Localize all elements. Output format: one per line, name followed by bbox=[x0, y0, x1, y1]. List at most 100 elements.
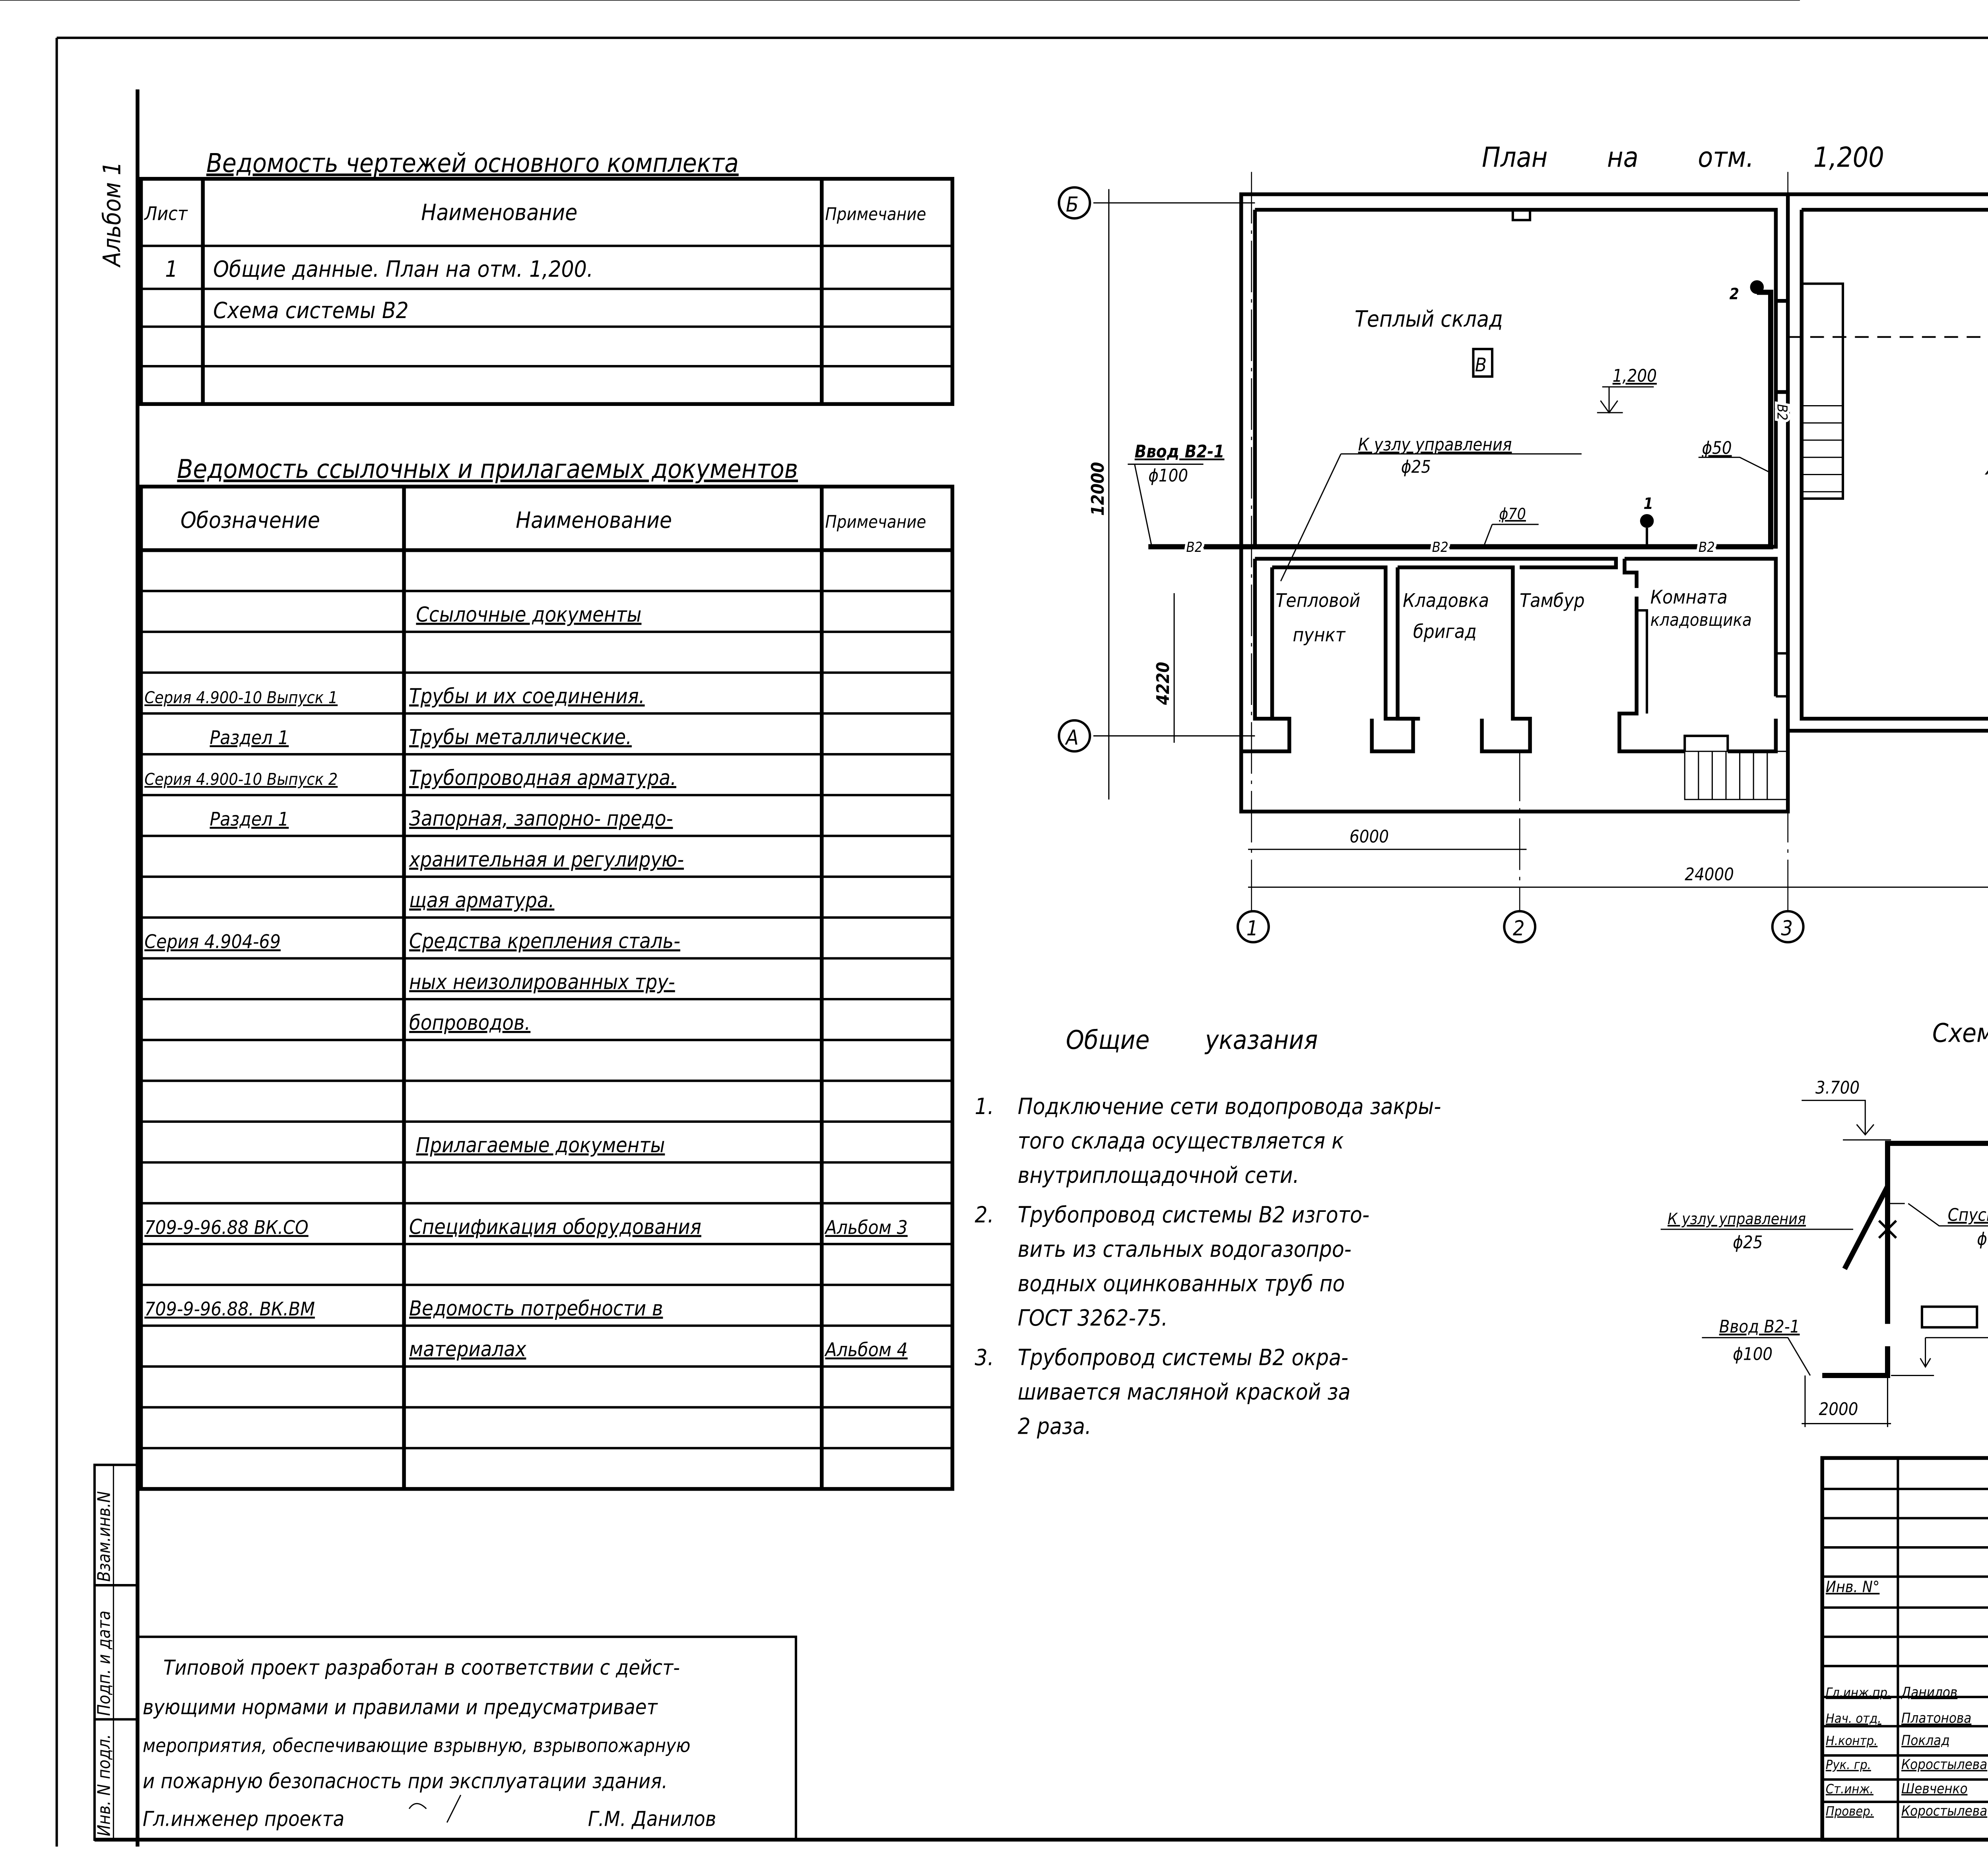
reference-name: Ведомость потребности в bbox=[409, 1297, 663, 1321]
reference-name: Трубопроводная арматура. bbox=[409, 766, 676, 790]
note-line: Трубопровод системы В2 окра- bbox=[1018, 1345, 1349, 1371]
axis-bubble-3: 3 bbox=[1771, 910, 1805, 943]
reference-name: щая арматура. bbox=[409, 889, 554, 912]
reference-code: 709-9-96.88 ВК.СО bbox=[144, 1217, 309, 1239]
note-number: 1. bbox=[975, 1094, 994, 1120]
svg-text:Б: Б bbox=[1066, 193, 1079, 217]
dock-stair-treads bbox=[1800, 405, 1843, 493]
reference-note: Альбом 4 bbox=[824, 1339, 907, 1361]
reference-name: хранительная и регулирую- bbox=[408, 848, 684, 872]
reference-name: Запорная, запорно- предо- bbox=[409, 807, 673, 831]
room-warm-storage: Теплый склад bbox=[1355, 307, 1503, 332]
dim-span-1-2: 6000 bbox=[1349, 827, 1389, 847]
drawings-list-title: Ведомость чертежей основного комплекта bbox=[206, 148, 739, 178]
reference-code: Серия 4.900-10 Выпуск 1 bbox=[144, 688, 338, 707]
axis-bubble-2: 2 bbox=[1503, 910, 1537, 943]
b2-schematic: Схема системы В2 В2 В2 В2 1 2 3.700 ϕ70 … bbox=[1660, 1019, 1988, 1427]
note-line: Трубопровод системы В2 изгото- bbox=[1018, 1202, 1370, 1228]
album-label: Альбом 1 bbox=[99, 161, 126, 268]
compliance-note: Типовой проект разработан в соответствии… bbox=[136, 1635, 797, 1841]
row-sheet: 1 bbox=[165, 256, 178, 282]
col-name: Наименование bbox=[421, 200, 577, 226]
entry-stair-treads bbox=[1684, 751, 1789, 800]
svg-text:2: 2 bbox=[1730, 285, 1739, 303]
side-stamp: Инв. N подл. Подп. и дата Взам.инв.N bbox=[93, 1464, 139, 1841]
reference-section-heading: Ссылочные документы bbox=[416, 603, 641, 627]
col-note: Примечание bbox=[825, 512, 926, 532]
inv-number-label: Инв. N° bbox=[1826, 1578, 1880, 1596]
reference-code: Раздел 1 bbox=[210, 727, 289, 749]
reference-section-heading: Прилагаемые документы bbox=[416, 1134, 665, 1157]
compliance-line: мероприятия, обеспечивающие взрывную, вз… bbox=[143, 1735, 690, 1757]
plan-inlet-diameter: ϕ100 bbox=[1148, 466, 1188, 486]
svg-text:В2: В2 bbox=[1699, 540, 1715, 555]
dim-height-part: 4220 bbox=[1153, 662, 1173, 705]
schema-drain-diameter: ϕ15 bbox=[1977, 1229, 1988, 1249]
plan-title: План на отм. 1,200 bbox=[1482, 142, 1884, 173]
reference-name: материалах bbox=[409, 1338, 527, 1361]
signature-name: Платонова bbox=[1901, 1710, 1971, 1726]
stamp-sign-label: Подп. и дата bbox=[95, 1611, 115, 1716]
room-pantry-2: бригад bbox=[1413, 621, 1477, 643]
signature-name: Данилов bbox=[1901, 1685, 1957, 1701]
general-notes: Общие указания 1.Подключение сети водопр… bbox=[975, 1025, 1441, 1440]
reference-name: ных неизолированных тру- bbox=[409, 970, 675, 994]
svg-text:2: 2 bbox=[1513, 916, 1525, 940]
drawings-list-table: Ведомость чертежей основного комплекта Л… bbox=[139, 148, 955, 406]
compliance-line: вующими нормами и правилами и предусматр… bbox=[143, 1695, 658, 1719]
svg-text:В2: В2 bbox=[1186, 540, 1202, 555]
reference-name: Средства крепления сталь- bbox=[409, 930, 680, 953]
signature-role: Гл.инж.пр. bbox=[1826, 1685, 1891, 1700]
signature-name: Коростылева bbox=[1901, 1803, 1987, 1819]
reference-name: бопроводов. bbox=[409, 1011, 530, 1035]
references-title: Ведомость ссылочных и прилагаемых докуме… bbox=[177, 454, 798, 484]
reference-note: Альбом 3 bbox=[824, 1217, 907, 1239]
axis-bubble-B: Б bbox=[1058, 186, 1091, 220]
reference-code: 709-9-96.88. ВК.ВМ bbox=[144, 1299, 315, 1320]
room-keeper: Комната bbox=[1650, 586, 1728, 608]
small-rooms bbox=[1241, 557, 1789, 800]
plan-to-control-label: К узлу управления bbox=[1358, 435, 1512, 455]
room-heat-point-2: пункт bbox=[1293, 624, 1345, 646]
title-block-rows bbox=[1822, 1487, 1988, 1803]
dim-height-total: 12000 bbox=[1088, 462, 1108, 516]
schema-to-control: К узлу управления bbox=[1668, 1210, 1806, 1228]
note-line: вить из стальных водогазопро- bbox=[1018, 1237, 1351, 1262]
compliance-line: Типовой проект разработан в соответствии… bbox=[163, 1656, 680, 1680]
schema-inlet: Ввод В2-1 bbox=[1719, 1317, 1800, 1337]
schema-level: 3.700 bbox=[1815, 1078, 1860, 1098]
notes-title: Общие указания bbox=[1066, 1025, 1318, 1055]
note-line: того склада осуществляется к bbox=[1018, 1128, 1344, 1154]
signature-role: Нач. отд. bbox=[1826, 1711, 1881, 1726]
stamp-inv-label: Инв. N подл. bbox=[95, 1734, 115, 1836]
plan-main-diameter: ϕ70 bbox=[1499, 505, 1526, 523]
signer-name: Г.М. Данилов bbox=[588, 1807, 716, 1831]
col-sheet: Лист bbox=[144, 203, 188, 225]
signature-name: Шевченко bbox=[1901, 1781, 1967, 1797]
schema-pipes: В2 В2 В2 1 2 bbox=[1822, 1141, 1988, 1378]
schema-title: Схема системы В2 bbox=[1932, 1019, 1988, 1048]
svg-text:В2: В2 bbox=[1432, 540, 1448, 555]
schema-to-control-diameter: ϕ25 bbox=[1733, 1233, 1763, 1252]
signer-role: Гл.инженер проекта bbox=[143, 1807, 344, 1831]
col-code: Обозначение bbox=[181, 508, 320, 534]
signature-role: Провер. bbox=[1826, 1804, 1874, 1819]
row-name: Общие данные. План на отм. 1,200. bbox=[213, 256, 593, 282]
svg-text:1: 1 bbox=[1246, 916, 1258, 940]
signature-role: Н.контр. bbox=[1826, 1733, 1878, 1748]
schema-inlet-diameter: ϕ100 bbox=[1733, 1345, 1773, 1365]
reference-code: Раздел 1 bbox=[210, 809, 289, 831]
note-line: водных оцинкованных труб по bbox=[1018, 1271, 1345, 1297]
reference-name: Трубы и их соединения. bbox=[409, 685, 645, 709]
floor-plan: План на отм. 1,200 Б А 1 2 3 4 5 12000 4… bbox=[0, 0, 1988, 943]
plan-inlet-label: Ввод В2-1 bbox=[1135, 442, 1225, 462]
svg-text:3: 3 bbox=[1781, 916, 1793, 940]
svg-text:А: А bbox=[1065, 726, 1079, 749]
room-vestibule: Тамбур bbox=[1520, 590, 1584, 611]
stamp-replace-label: Взам.инв.N bbox=[95, 1491, 115, 1582]
signature-role: Рук. гр. bbox=[1826, 1757, 1871, 1772]
signature-role: Ст.инж. bbox=[1826, 1781, 1873, 1796]
